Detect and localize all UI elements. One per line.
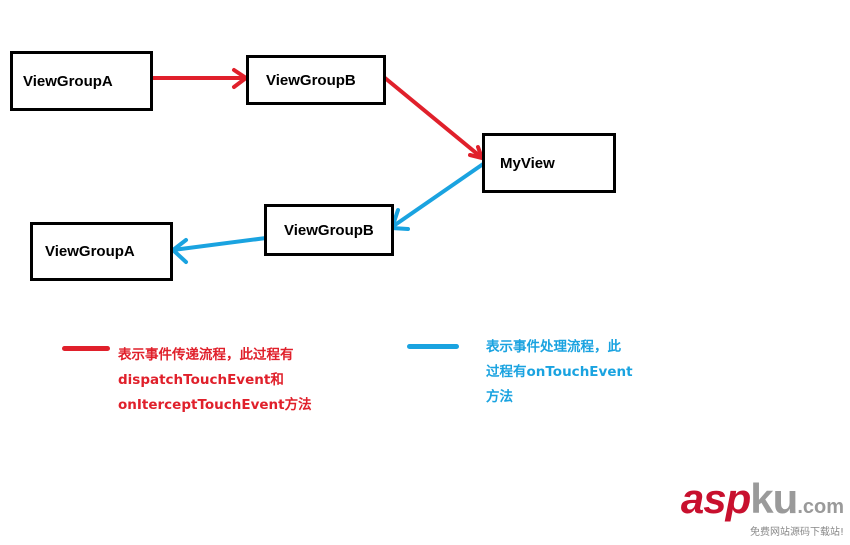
legend-dispatch-line-1: 表示事件传递流程，此过程有 (118, 347, 294, 363)
node-label: ViewGroupB (284, 221, 374, 239)
node-viewgroupb-handle: ViewGroupB (264, 204, 394, 256)
node-myview: MyView (482, 133, 616, 193)
node-label: ViewGroupB (266, 71, 356, 89)
legend-handle-line-1: 表示事件处理流程，此 (486, 339, 621, 355)
node-viewgroupa-dispatch: ViewGroupA (10, 51, 153, 111)
legend-dispatch-line-2: dispatchTouchEvent和 (118, 372, 284, 388)
handle-arrow-myview-to-b (390, 160, 488, 229)
node-label: ViewGroupA (45, 243, 135, 260)
watermark-asp: asp (680, 475, 751, 522)
watermark-logo: aspku.com 免费网站源码下载站! (681, 478, 844, 539)
legend-dispatch-text: 表示事件传递流程，此过程有 dispatchTouchEvent和 onIter… (118, 343, 312, 418)
dispatch-arrow-b-to-myview (383, 76, 483, 159)
watermark-ku: ku (750, 475, 798, 522)
node-label: ViewGroupA (23, 72, 113, 90)
watermark-com: .com (797, 496, 844, 518)
node-viewgroupb-dispatch: ViewGroupB (246, 55, 386, 105)
legend-dispatch-line-3: onIterceptTouchEvent方法 (118, 397, 312, 413)
handle-arrowhead-b-to-a (169, 238, 188, 264)
handle-arrow-b-to-a (171, 236, 268, 252)
legend-handle-line-2: 过程有onTouchEvent (486, 364, 633, 380)
node-label: MyView (500, 154, 555, 172)
legend-handle-line-3: 方法 (486, 389, 513, 405)
watermark-subtitle: 免费网站源码下载站! (749, 527, 844, 538)
legend-handle-text: 表示事件处理流程，此 过程有onTouchEvent 方法 (486, 335, 633, 410)
node-viewgroupa-handle: ViewGroupA (30, 222, 173, 281)
legend-handle-swatch (407, 344, 459, 349)
legend-dispatch-swatch (62, 346, 110, 351)
